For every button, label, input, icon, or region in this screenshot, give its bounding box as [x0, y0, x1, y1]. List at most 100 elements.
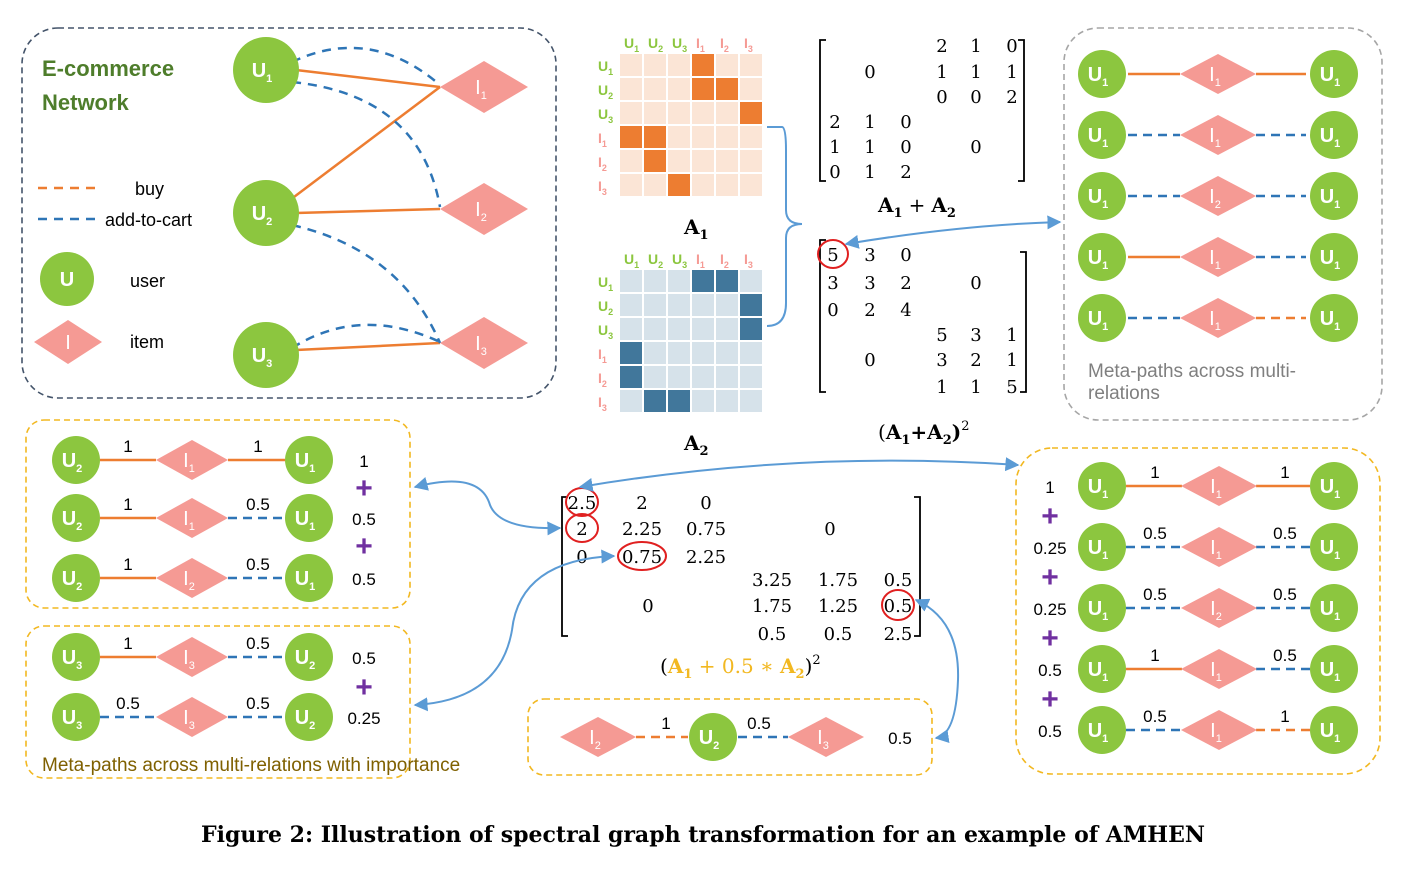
- matrix-entry: 3: [970, 325, 981, 346]
- weighted-panel-u2u1: [25, 419, 411, 609]
- highlight-circle-w32: [617, 541, 667, 571]
- u1-item-label: I1: [1210, 537, 1222, 562]
- adj-row-header: U2: [598, 298, 613, 317]
- weighted-user-start-node: [52, 554, 100, 602]
- matrix-entry: 0: [900, 137, 911, 158]
- net-user-2-node: [233, 180, 299, 246]
- mp-item-label: I2: [1209, 186, 1221, 211]
- adj-row-header: I3: [598, 178, 607, 197]
- u1-item-node: [1181, 649, 1257, 689]
- matrix-entry: 1: [864, 137, 875, 158]
- adj-cell: [668, 270, 690, 292]
- adj-cell: [740, 270, 762, 292]
- matrix-entry: 2.5: [884, 624, 913, 645]
- net-user-1-node: [233, 37, 299, 103]
- matrix-entry: 0: [970, 87, 981, 108]
- u1-item-label: I1: [1210, 476, 1222, 501]
- mid-item-2-label: I2: [589, 727, 601, 752]
- plus-sign: +: [355, 472, 373, 505]
- matrix-entry: 0: [827, 300, 838, 321]
- mid-item-3-label: I3: [817, 727, 829, 752]
- matrix-entry: 0.75: [686, 519, 726, 540]
- matrix-entry: 2: [864, 300, 875, 321]
- path-value: 0.25: [347, 709, 380, 728]
- adj-cell: [692, 318, 714, 340]
- u1-user-end-node: [1310, 706, 1358, 754]
- weighted-item-node: [156, 637, 228, 677]
- adj-cell: [620, 126, 642, 148]
- plus-sign: +: [1041, 683, 1059, 716]
- weight-label: 0.5: [246, 694, 270, 713]
- adj-cell: [668, 102, 690, 124]
- path-value: 1: [359, 452, 368, 471]
- adj-row-header: I2: [598, 370, 607, 389]
- matrix-entry: 1: [936, 62, 947, 83]
- adj-cell: [740, 78, 762, 100]
- weight-label: 1: [123, 634, 132, 653]
- matrix-entry: 3: [864, 245, 875, 266]
- adj-col-header: I1: [696, 35, 705, 54]
- matrix-entry: 1: [864, 112, 875, 133]
- u1-user-end-label: U1: [1320, 537, 1341, 562]
- adj-cell: [620, 174, 642, 196]
- legend-item-label: item: [130, 332, 164, 352]
- network-legend: buy add-to-cart U user I item: [34, 179, 192, 364]
- mp-item-node: [1180, 298, 1256, 338]
- net-item-3-node: [440, 317, 528, 369]
- legend-user-icon: [40, 252, 94, 306]
- matrix-entry: 0.5: [824, 624, 853, 645]
- adj-row-header: I2: [598, 154, 607, 173]
- adj-row-header: U1: [598, 58, 613, 77]
- weight-label: 0.5: [1273, 585, 1297, 604]
- weighted-item-label: I2: [183, 568, 195, 593]
- path-value: 0.25: [1033, 539, 1066, 558]
- path-value: 0.5: [352, 510, 376, 529]
- metapath-panel: [1063, 27, 1383, 421]
- mp-user-start-label: U1: [1088, 308, 1109, 333]
- weight-label: 1: [253, 437, 262, 456]
- plus-sign: +: [1041, 622, 1059, 655]
- adj-cell: [692, 366, 714, 388]
- matrix-weighted-label: (A1 + 0.5 ∗ A2)2: [660, 653, 821, 682]
- u1-user-end-label: U1: [1320, 598, 1341, 623]
- u1-user-start-label: U1: [1088, 720, 1109, 745]
- network-title-line1: E-commerce: [42, 56, 174, 81]
- adj-row-header: U3: [598, 322, 613, 341]
- mp-user-end-node: [1310, 50, 1358, 98]
- matrix-entry: 5: [936, 325, 947, 346]
- network-title-line2: Network: [42, 90, 130, 115]
- mp-item-node: [1180, 54, 1256, 94]
- net-user-1-label: U1: [252, 60, 273, 85]
- mp-user-end-label: U1: [1320, 64, 1341, 89]
- matrix-entry: 1: [1006, 325, 1017, 346]
- mp-item-label: I1: [1209, 308, 1221, 333]
- net-item-3-label: I3: [475, 333, 487, 358]
- adj-label: A1: [683, 215, 709, 243]
- mp-item-node: [1180, 115, 1256, 155]
- weighted-panel-u3u2: [25, 625, 411, 779]
- u1-user-start-node: [1078, 462, 1126, 510]
- adj-cell: [668, 318, 690, 340]
- adj-cell: [692, 390, 714, 412]
- adj-cell: [620, 318, 642, 340]
- mp-user-start-label: U1: [1088, 64, 1109, 89]
- weighted-caption: Meta-paths across multi-relations with i…: [42, 755, 460, 776]
- adj-cell: [668, 126, 690, 148]
- figure-caption: Figure 2: Illustration of spectral graph…: [201, 822, 1205, 848]
- weighted-user-end-node: [285, 693, 333, 741]
- matrix-entry: 2: [936, 36, 947, 57]
- net-user-3-node: [233, 322, 299, 388]
- weighted-user-end-node: [285, 554, 333, 602]
- weighted-user-start-node: [52, 436, 100, 484]
- u1-item-label: I1: [1210, 659, 1222, 684]
- mp-user-end-label: U1: [1320, 308, 1341, 333]
- weighted-item-label: I3: [183, 647, 195, 672]
- matrix-entry: 0: [970, 273, 981, 294]
- weighted-user-start-label: U3: [62, 647, 83, 672]
- adj-cell: [740, 342, 762, 364]
- mp-user-end-label: U1: [1320, 125, 1341, 150]
